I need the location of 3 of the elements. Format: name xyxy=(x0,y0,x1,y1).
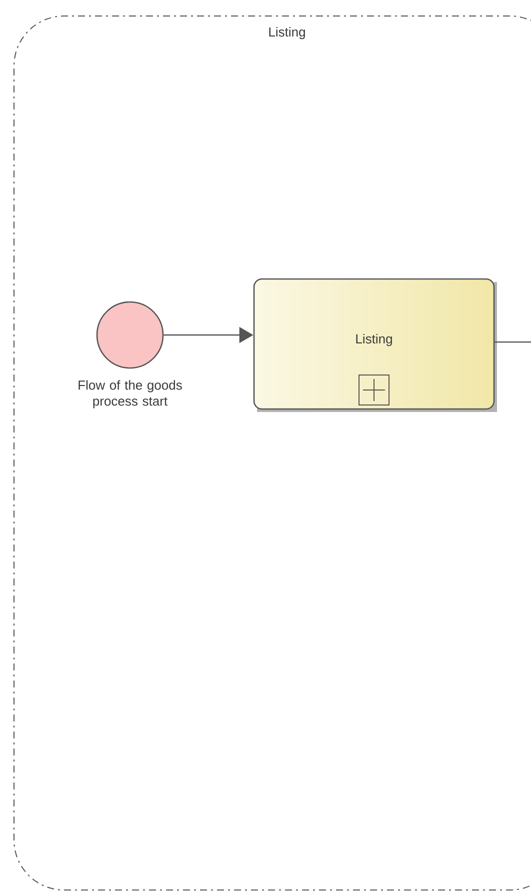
task-box: Listing xyxy=(253,278,497,412)
start-event-circle xyxy=(96,301,164,369)
event-label: Flow of the goods process start xyxy=(78,380,182,408)
